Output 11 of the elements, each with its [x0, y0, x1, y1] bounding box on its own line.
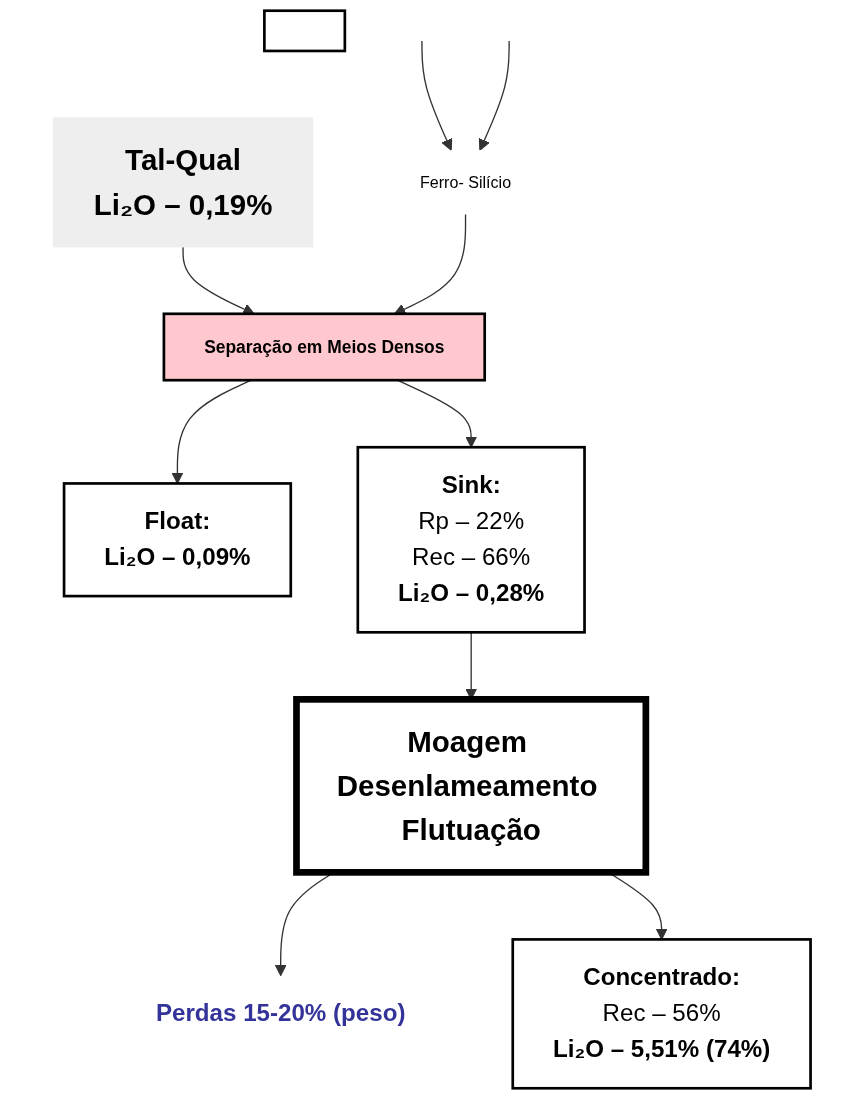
node-box	[263, 9, 347, 53]
node-box: Sink: Rp – 22% Rec – 66% Li₂O – 0,28%	[356, 445, 586, 634]
arrow	[478, 40, 510, 151]
node-box: Tal-Qual Li₂O – 0,19%	[52, 117, 314, 248]
node-box: Moagem Desenlameamento Flutuação	[293, 696, 650, 876]
node-box: Separação em Meios Densos	[162, 312, 487, 382]
node-box: Float: Li₂O – 0,09%	[62, 482, 293, 598]
node-box: Concentrado: Rec – 56% Li₂O – 5,51% (74%)	[511, 938, 812, 1090]
node-text: Ferro- Silício	[419, 173, 512, 192]
node-text: Perdas 15-20% (peso)	[155, 999, 406, 1027]
arrow	[421, 40, 453, 151]
